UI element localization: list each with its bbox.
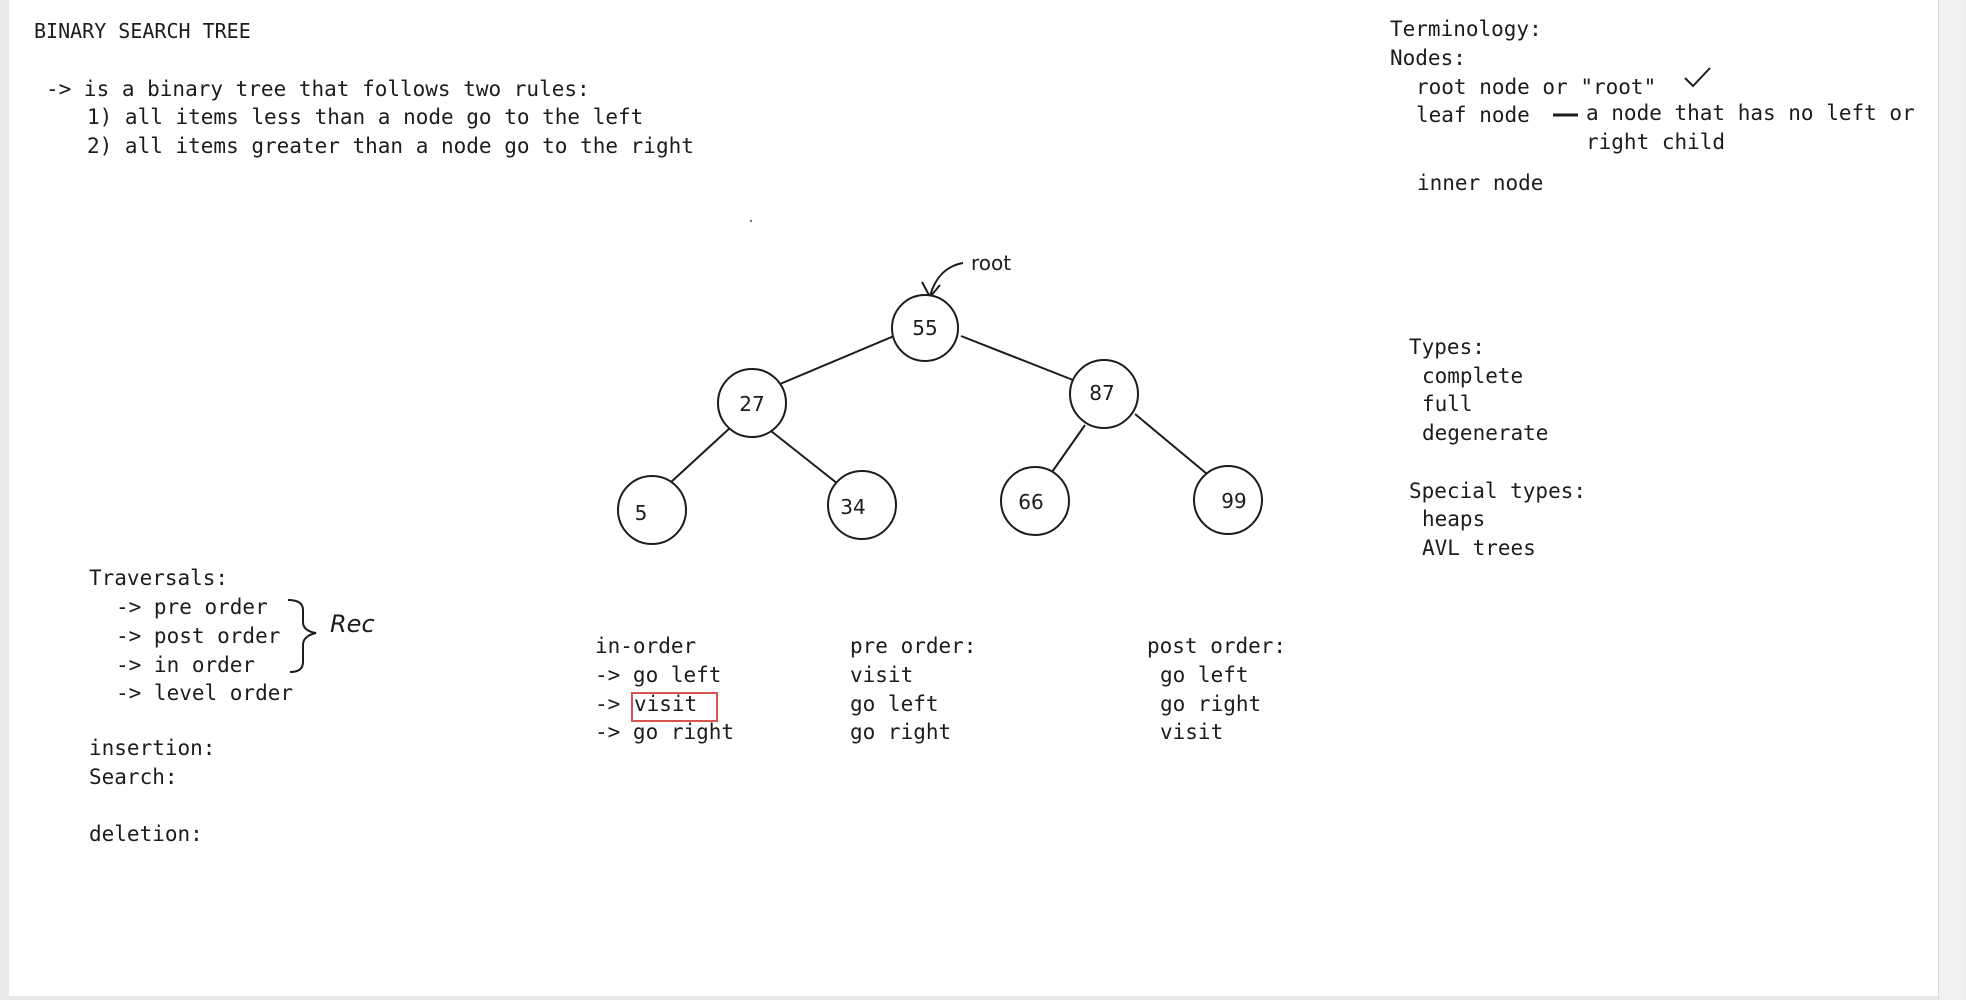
special-types-heading: Special types:: [1409, 479, 1587, 503]
edge-87-66: [1051, 424, 1086, 473]
tree-node-circle: [1069, 359, 1139, 429]
traversals-heading: Traversals:: [89, 566, 229, 590]
brace-icon: [287, 599, 317, 673]
tree-node-label: 5: [635, 501, 648, 525]
visit-highlight-box: [631, 692, 718, 722]
tree-node-label: 55: [912, 316, 937, 340]
edge-87-99: [1134, 413, 1208, 475]
type-item: degenerate: [1422, 421, 1549, 445]
edge-27-5: [669, 426, 732, 484]
tree-node-label: 27: [739, 392, 764, 416]
page-title: BINARY SEARCH TREE: [34, 19, 251, 43]
tree-node-label: 87: [1089, 381, 1114, 405]
types-heading: Types:: [1409, 335, 1485, 359]
edge-55-27: [779, 335, 895, 385]
rules-intro: -> is a binary tree that follows two rul…: [46, 77, 590, 101]
search-label: Search:: [89, 765, 178, 789]
traversal-item: -> level order: [116, 681, 294, 705]
tree-node-circle: [827, 470, 897, 540]
tree-node-label: 66: [1018, 490, 1043, 514]
tree-node-label: 99: [1221, 489, 1246, 513]
in-order-step: -> go right: [595, 720, 735, 744]
terminology-heading: Terminology:: [1390, 17, 1542, 41]
leaf-node-term: leaf node: [1416, 103, 1530, 127]
in-order-step-arrow: ->: [595, 692, 633, 716]
rule-1: 1) all items less than a node go to the …: [87, 105, 644, 129]
type-item: complete: [1422, 364, 1524, 388]
root-node-term: root node or "root": [1416, 75, 1657, 99]
whiteboard-page: [9, 0, 1956, 996]
root-arrow: [929, 262, 964, 297]
nodes-heading: Nodes:: [1390, 46, 1466, 70]
post-order-heading: post order:: [1147, 634, 1287, 658]
right-edge-strip: [1938, 0, 1965, 1000]
post-order-step: go left: [1160, 663, 1249, 687]
deletion-label: deletion:: [89, 822, 203, 846]
recursion-note: Rec: [330, 610, 375, 638]
in-order-step: -> go left: [595, 663, 722, 687]
traversal-item: -> pre order: [116, 595, 268, 619]
pre-order-heading: pre order:: [850, 634, 977, 658]
traversal-item: -> in order: [116, 653, 256, 677]
tree-node-circle: [891, 294, 959, 362]
edge-27-34: [770, 430, 839, 485]
post-order-step: go right: [1160, 692, 1262, 716]
root-label: root: [971, 251, 1011, 275]
leaf-node-definition-line1: a node that has no left or: [1586, 101, 1915, 125]
tree-node-circle: [1193, 465, 1263, 535]
tree-node-circle: [1000, 466, 1070, 536]
post-order-step: visit: [1160, 720, 1224, 744]
edge-55-87: [960, 335, 1074, 381]
type-item: full: [1422, 392, 1473, 416]
insertion-label: insertion:: [89, 736, 216, 760]
tree-node-label: 34: [840, 495, 865, 519]
pre-order-step: go left: [850, 692, 939, 716]
inner-node-term: inner node: [1417, 171, 1544, 195]
special-type-item: AVL trees: [1422, 536, 1536, 560]
tree-node-circle: [717, 368, 787, 438]
pre-order-step: go right: [850, 720, 952, 744]
check-icon: [1684, 67, 1711, 88]
in-order-step-visit: visit: [634, 692, 698, 716]
traversal-item: -> post order: [116, 624, 281, 648]
special-type-item: heaps: [1422, 507, 1486, 531]
tree-node-circle: [617, 475, 687, 545]
stray-dot: [749, 219, 753, 223]
in-order-heading: in-order: [595, 634, 697, 658]
leaf-node-definition-line2: right child: [1586, 130, 1726, 154]
pre-order-step: visit: [850, 663, 914, 687]
rule-2: 2) all items greater than a node go to t…: [87, 134, 694, 158]
